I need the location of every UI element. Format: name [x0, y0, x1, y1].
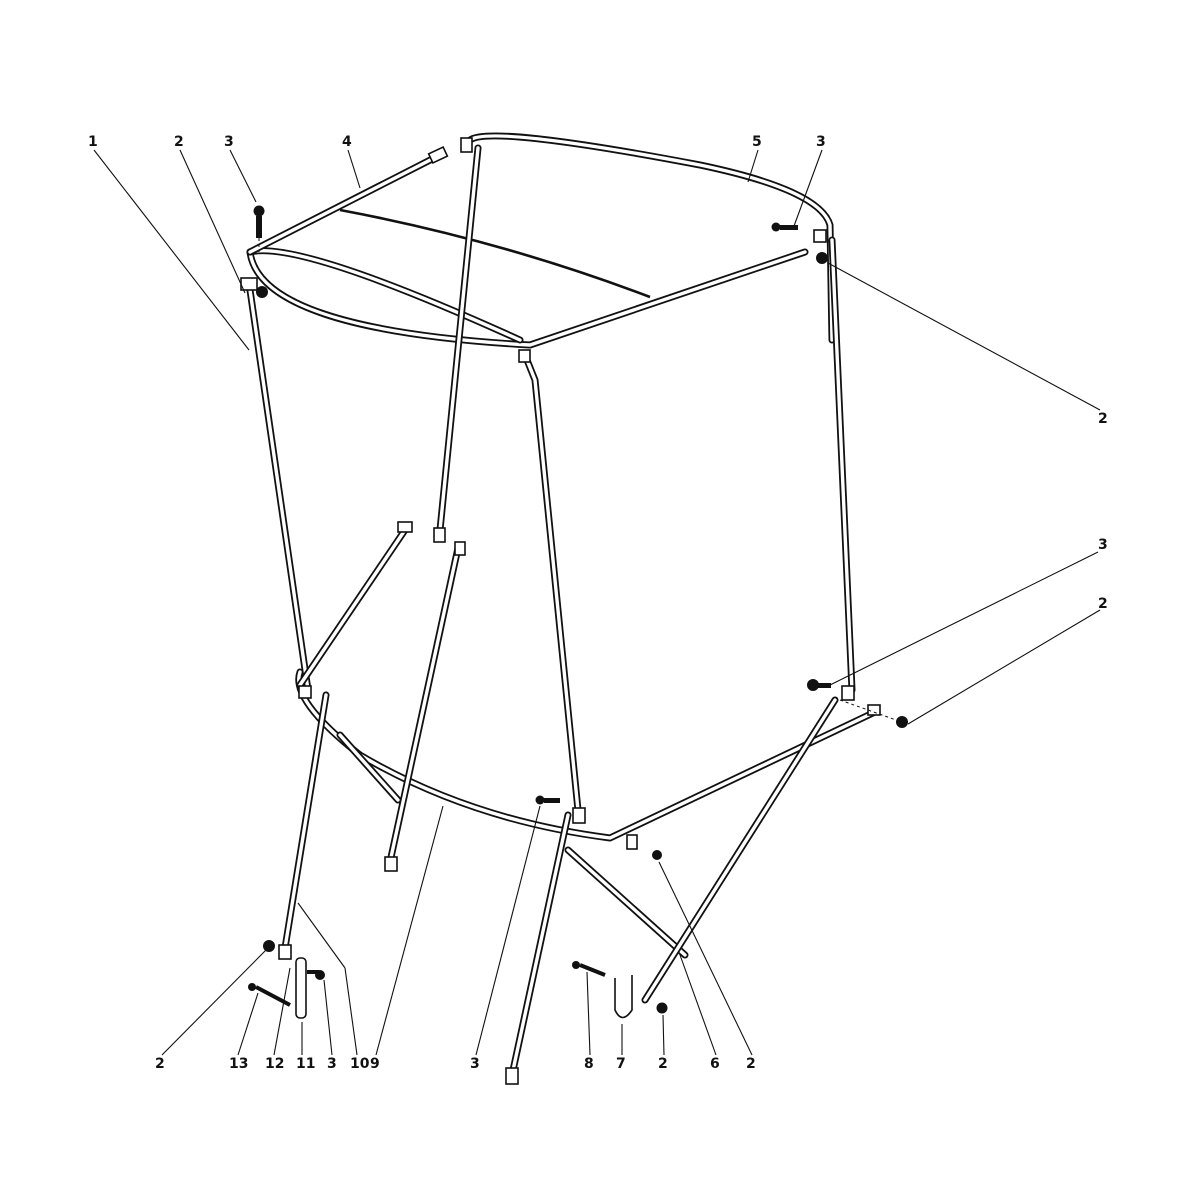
callout-2-e: 2: [658, 1056, 668, 1072]
leg-left-part-10: [278, 685, 330, 960]
callout-11: 11: [296, 1056, 315, 1072]
top-front-bow: [246, 247, 809, 349]
lower-brace-left: [296, 521, 413, 804]
callout-2-c: 2: [1098, 596, 1108, 612]
callout-13: 13: [229, 1056, 248, 1072]
bolt-part-3-right: [807, 679, 831, 691]
callout-3-d: 3: [327, 1056, 337, 1072]
callout-3-b: 3: [816, 134, 826, 150]
nut-part-2-right: [839, 699, 908, 728]
callout-3-e: 3: [470, 1056, 480, 1072]
leg-front-middle: [505, 811, 572, 1085]
post-right: [813, 229, 856, 701]
bolt-part-3-top-right: [771, 222, 798, 232]
callout-2-f: 2: [746, 1056, 756, 1072]
hardware-right-foot: [572, 961, 668, 1019]
callout-10: 10: [350, 1056, 370, 1072]
nut-part-2-front: [652, 850, 662, 860]
callout-1: 1: [88, 134, 98, 150]
callout-5: 5: [752, 134, 762, 150]
callout-3-c: 3: [1098, 537, 1108, 553]
leader-lines: [93, 149, 1101, 1056]
hardware-left-foot: [248, 940, 325, 1019]
callout-8: 8: [584, 1056, 594, 1072]
callout-labels: 1 2 3 4 5 3 2 3 2 2 13 12 11 3 10 9 3 8 …: [88, 134, 1108, 1072]
brace-right-part-6: [564, 696, 881, 1004]
callout-4: 4: [342, 134, 352, 150]
top-bow-part-5: [460, 132, 836, 344]
post-front-middle: [518, 349, 586, 824]
lower-front-bow-part-9: [295, 668, 879, 842]
nut-part-2-top-right: [816, 252, 828, 264]
callout-2-b: 2: [1098, 411, 1108, 427]
callout-2-d: 2: [155, 1056, 165, 1072]
post-rear-middle: [433, 144, 482, 543]
callout-9: 9: [370, 1056, 380, 1072]
bolt-part-3-top-left: [253, 205, 265, 252]
callout-3-a: 3: [224, 134, 234, 150]
callout-7: 7: [616, 1056, 626, 1072]
top-cable: [339, 208, 651, 299]
callout-6: 6: [710, 1056, 720, 1072]
nut-part-2-top-left: [256, 286, 268, 298]
top-rail-part-4: [246, 146, 449, 256]
callout-12: 12: [265, 1056, 284, 1072]
lower-brace-part-9-rod: [384, 541, 466, 872]
post-left-part-1: [240, 277, 312, 694]
bolt-part-3-front: [535, 795, 560, 805]
callout-2-a: 2: [174, 134, 184, 150]
